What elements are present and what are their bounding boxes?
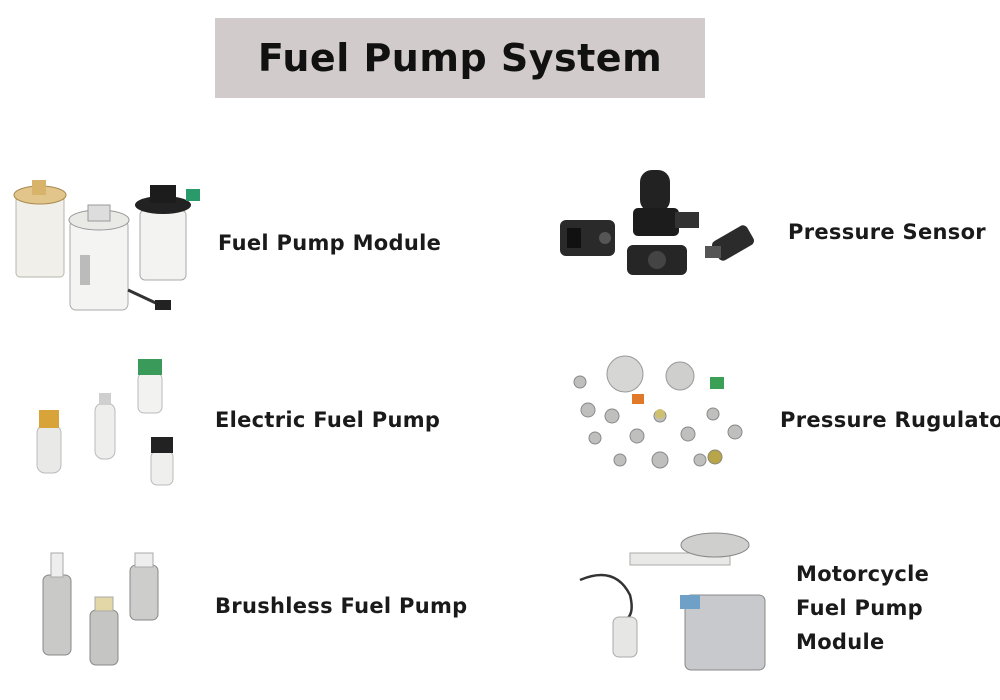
pressure-regulator-icon (560, 352, 760, 477)
brushless-fuel-pump-label: Brushless Fuel Pump (215, 594, 468, 618)
fuel-pump-module-label: Fuel Pump Module (218, 231, 442, 255)
pressure-sensor-label: Pressure Sensor (788, 220, 986, 244)
electric-fuel-pump-icon (25, 355, 185, 490)
motorcycle-fuel-pump-module-icon (575, 525, 775, 675)
fuel-pump-module-icon (10, 175, 210, 320)
electric-fuel-pump-label: Electric Fuel Pump (215, 408, 441, 432)
pressure-sensor-icon (555, 170, 770, 285)
title-banner: Fuel Pump System (215, 18, 705, 98)
page-title: Fuel Pump System (257, 36, 663, 80)
brushless-fuel-pump-icon (35, 545, 185, 670)
motorcycle-fuel-pump-module-label: Motorcycle Fuel Pump Module (796, 562, 930, 654)
pressure-regulator-label: Pressure Rugulator (780, 408, 1000, 432)
